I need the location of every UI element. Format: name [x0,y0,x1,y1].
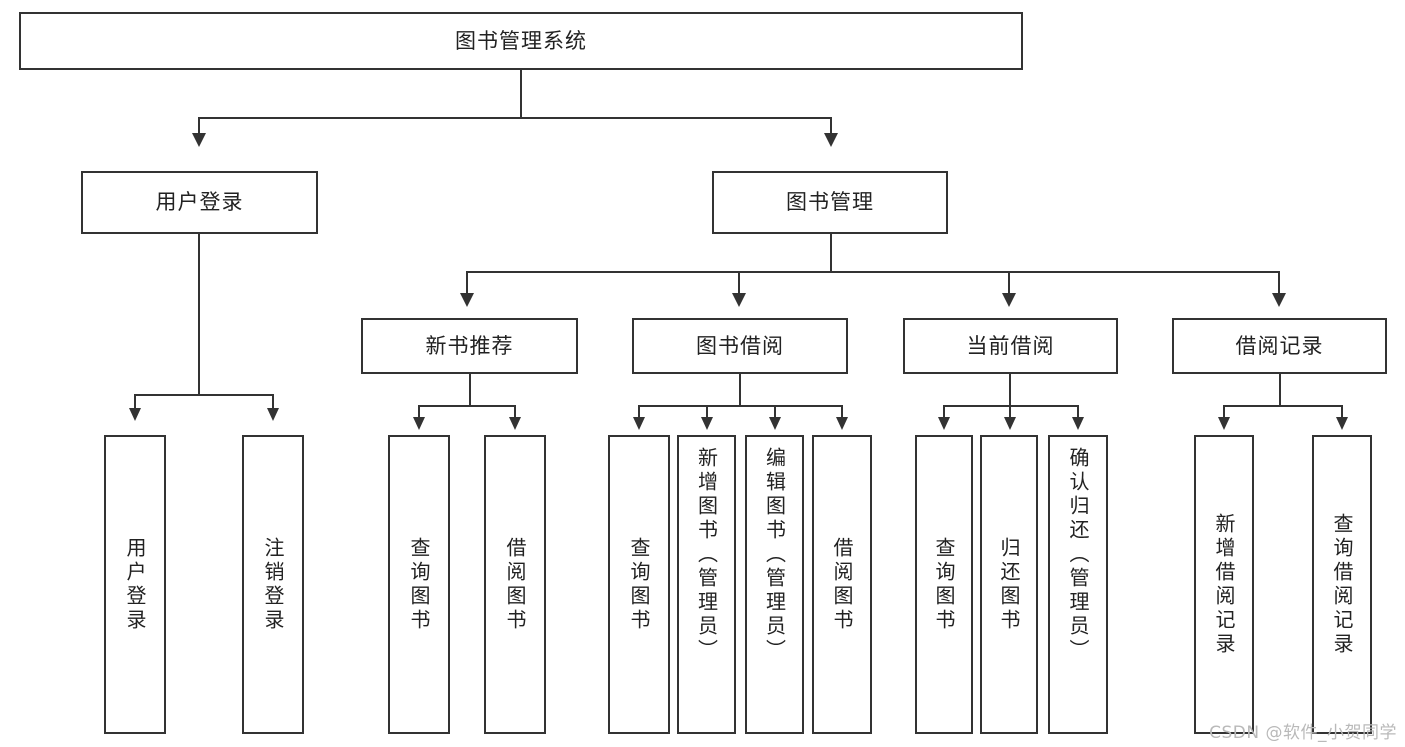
leaf-query-book-3-label: 查询图书 [932,536,956,633]
node-current-borrow[interactable]: 当前借阅 [903,318,1118,374]
connector-book-borrow-bar [638,405,842,407]
connector-book-borrow-stem [739,374,741,406]
leaf-add-book-label: 新增图书（管理员） [694,447,719,663]
arrow-leaf-add-record [1218,417,1230,430]
leaf-user-logout-label: 注销登录 [261,536,285,633]
connector-borrow-record-bar [1223,405,1342,407]
leaf-borrow-book-2[interactable]: 借阅图书 [812,435,872,734]
arrow-to-current-borrow [1002,293,1016,307]
connector-current-borrow-stem [1009,374,1011,406]
node-root[interactable]: 图书管理系统 [19,12,1023,70]
node-borrow-record[interactable]: 借阅记录 [1172,318,1387,374]
connector-to-book-borrow [738,271,740,295]
leaf-query-book-2-label: 查询图书 [627,536,651,633]
arrow-leaf-return-book [1004,417,1016,430]
connector-level1-bar [198,117,832,119]
connector-br-left [1223,405,1225,418]
leaf-query-record-label: 查询借阅记录 [1330,512,1354,657]
arrow-leaf-query-book-3 [938,417,950,430]
connector-bb-4 [841,405,843,418]
connector-to-current-borrow [1008,271,1010,295]
connector-bb-3 [774,405,776,418]
arrow-to-borrow-record [1272,293,1286,307]
connector-root-stem [520,70,522,118]
connector-borrow-record-stem [1279,374,1281,406]
arrow-leaf-user-login [129,408,141,421]
leaf-edit-book[interactable]: 编辑图书（管理员） [745,435,804,734]
arrow-leaf-borrow-book-2 [836,417,848,430]
connector-to-book-management [830,117,832,135]
connector-new-book-recommend-stem [469,374,471,406]
leaf-borrow-book-1-label: 借阅图书 [503,536,527,633]
arrow-to-new-book-recommend [460,293,474,307]
leaf-edit-book-label: 编辑图书（管理员） [762,447,787,663]
arrow-leaf-edit-book [769,417,781,430]
node-book-management[interactable]: 图书管理 [712,171,948,234]
connector-cb-1 [943,405,945,418]
leaf-confirm-return[interactable]: 确认归还（管理员） [1048,435,1108,734]
connector-nbr-left [418,405,420,418]
leaf-user-logout[interactable]: 注销登录 [242,435,304,734]
connector-to-user-login [198,117,200,135]
arrow-to-book-borrow [732,293,746,307]
leaf-query-book-1[interactable]: 查询图书 [388,435,450,734]
arrow-leaf-query-book-2 [633,417,645,430]
connector-cb-2 [1009,405,1011,418]
arrow-leaf-confirm-return [1072,417,1084,430]
node-root-label: 图书管理系统 [455,28,587,53]
leaf-return-book[interactable]: 归还图书 [980,435,1038,734]
leaf-user-login-label: 用户登录 [123,536,147,633]
connector-cb-3 [1077,405,1079,418]
arrow-leaf-add-book [701,417,713,430]
node-user-login-label: 用户登录 [155,190,244,215]
arrow-leaf-query-book-1 [413,417,425,430]
leaf-confirm-return-label: 确认归还（管理员） [1066,447,1090,663]
leaf-query-book-1-label: 查询图书 [407,536,431,633]
leaf-borrow-book-1[interactable]: 借阅图书 [484,435,546,734]
leaf-add-record[interactable]: 新增借阅记录 [1194,435,1254,734]
connector-user-login-left [134,394,136,409]
connector-to-new-book-recommend [466,271,468,295]
arrow-to-book-management [824,133,838,147]
connector-user-login-stem [198,234,200,396]
leaf-add-record-label: 新增借阅记录 [1212,512,1236,657]
node-book-borrow[interactable]: 图书借阅 [632,318,848,374]
watermark-text: CSDN @软件_小贺同学 [1209,723,1397,743]
connector-nbr-right [514,405,516,418]
node-new-book-recommend[interactable]: 新书推荐 [361,318,578,374]
arrow-leaf-user-logout [267,408,279,421]
connector-bb-2 [706,405,708,418]
leaf-add-book[interactable]: 新增图书（管理员） [677,435,736,734]
connector-to-borrow-record [1278,271,1280,295]
leaf-query-book-3[interactable]: 查询图书 [915,435,973,734]
arrow-leaf-borrow-book-1 [509,417,521,430]
leaf-user-login[interactable]: 用户登录 [104,435,166,734]
arrow-leaf-query-record [1336,417,1348,430]
connector-level2-bar [466,271,1278,273]
connector-bb-1 [638,405,640,418]
leaf-query-book-2[interactable]: 查询图书 [608,435,670,734]
arrow-to-user-login [192,133,206,147]
leaf-return-book-label: 归还图书 [997,536,1021,633]
node-user-login[interactable]: 用户登录 [81,171,318,234]
node-current-borrow-label: 当前借阅 [966,333,1055,358]
node-book-management-label: 图书管理 [786,190,874,215]
node-book-borrow-label: 图书借阅 [696,333,784,358]
connector-book-management-stem [830,234,832,272]
connector-user-login-bar [134,394,272,396]
connector-user-login-right [272,394,274,409]
connector-new-book-recommend-bar [418,405,516,407]
node-borrow-record-label: 借阅记录 [1235,333,1324,358]
connector-br-right [1341,405,1343,418]
node-new-book-recommend-label: 新书推荐 [425,333,514,358]
leaf-query-record[interactable]: 查询借阅记录 [1312,435,1372,734]
leaf-borrow-book-2-label: 借阅图书 [830,536,854,633]
